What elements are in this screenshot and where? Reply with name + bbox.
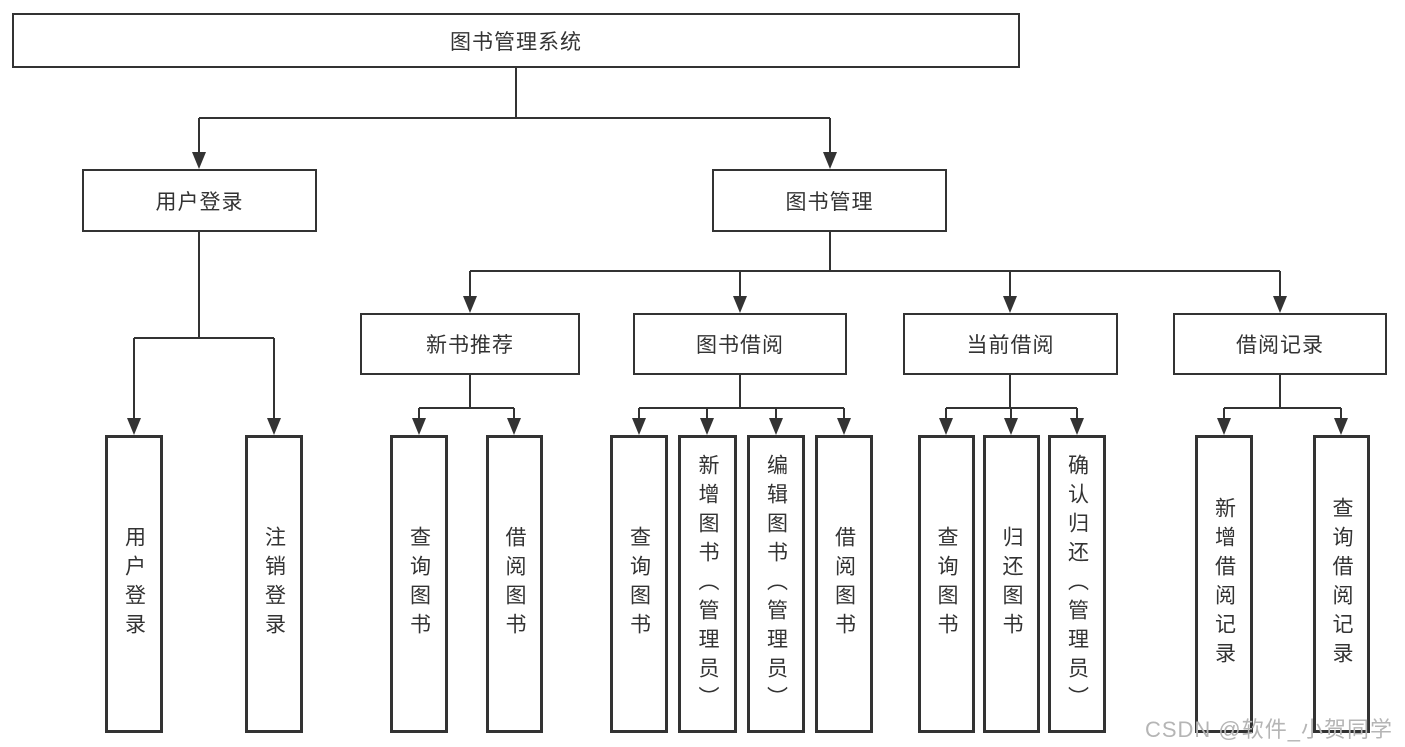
leaf-bb-edit-books-label: 编辑图书（管理员） — [764, 453, 788, 715]
node-user-login: 用户登录 — [82, 169, 317, 232]
leaf-cb-confirm-return-label: 确认归还（管理员） — [1065, 453, 1089, 715]
leaf-nbr-borrow-books: 借阅图书 — [486, 435, 543, 733]
node-borrow-records: 借阅记录 — [1173, 313, 1387, 375]
csdn-watermark: CSDN @软件_小贺同学 — [1144, 717, 1393, 742]
leaf-user-login: 用户登录 — [105, 435, 163, 733]
leaf-bb-edit-books: 编辑图书（管理员） — [747, 435, 805, 733]
node-user-login-label: 用户登录 — [155, 190, 244, 214]
node-book-borrow-label: 图书借阅 — [696, 334, 784, 357]
leaf-cb-confirm-return: 确认归还（管理员） — [1048, 435, 1106, 733]
leaf-bb-query-books-label: 查询图书 — [627, 526, 651, 642]
node-new-book-recommend: 新书推荐 — [360, 313, 580, 375]
leaf-br-add-record: 新增借阅记录 — [1195, 435, 1253, 733]
leaf-user-login-label: 用户登录 — [122, 526, 146, 642]
leaf-br-query-record: 查询借阅记录 — [1313, 435, 1370, 733]
node-current-borrow-label: 当前借阅 — [966, 334, 1055, 357]
leaf-logout-label: 注销登录 — [262, 526, 286, 642]
leaf-nbr-query-books-label: 查询图书 — [407, 526, 431, 642]
leaf-nbr-query-books: 查询图书 — [390, 435, 448, 733]
leaf-nbr-borrow-books-label: 借阅图书 — [503, 526, 526, 642]
leaf-cb-return-books-label: 归还图书 — [1000, 526, 1023, 642]
leaf-bb-query-books: 查询图书 — [610, 435, 668, 733]
leaf-bb-add-books-label: 新增图书（管理员） — [696, 453, 719, 715]
leaf-cb-return-books: 归还图书 — [983, 435, 1040, 733]
leaf-bb-add-books: 新增图书（管理员） — [678, 435, 737, 733]
node-root-label: 图书管理系统 — [450, 30, 582, 54]
node-book-borrow: 图书借阅 — [633, 313, 847, 375]
leaf-logout: 注销登录 — [245, 435, 303, 733]
leaf-bb-borrow-books-label: 借阅图书 — [832, 526, 856, 642]
node-book-management: 图书管理 — [712, 169, 947, 232]
leaf-br-add-record-label: 新增借阅记录 — [1212, 497, 1236, 671]
leaf-cb-query-books: 查询图书 — [918, 435, 975, 733]
node-root: 图书管理系统 — [12, 13, 1020, 68]
node-current-borrow: 当前借阅 — [903, 313, 1118, 375]
leaf-br-query-record-label: 查询借阅记录 — [1330, 497, 1353, 671]
leaf-bb-borrow-books: 借阅图书 — [815, 435, 873, 733]
node-borrow-records-label: 借阅记录 — [1236, 334, 1324, 357]
node-book-management-label: 图书管理 — [785, 190, 874, 214]
node-new-book-recommend-label: 新书推荐 — [426, 334, 514, 357]
leaf-cb-query-books-label: 查询图书 — [935, 526, 958, 642]
